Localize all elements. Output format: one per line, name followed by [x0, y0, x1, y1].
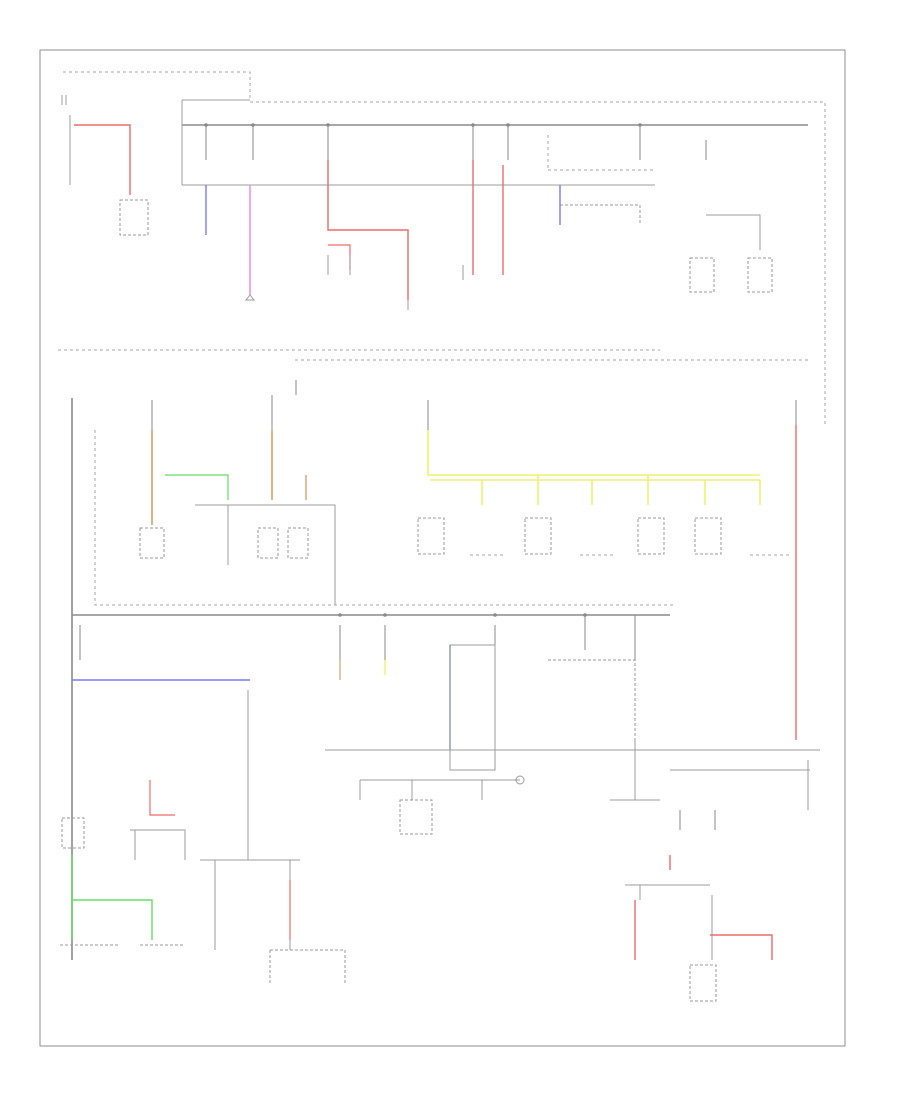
wire-red-9: [710, 934, 773, 960]
lower-section: [60, 613, 820, 1002]
top-fuses: [204, 123, 707, 160]
battery-wire-red: [74, 124, 131, 195]
wire-red-2: [328, 244, 351, 270]
middle-section: [71, 380, 797, 740]
diagram-frame: [39, 49, 846, 1047]
wire-red-1: [327, 160, 409, 300]
wire-green-2: [71, 855, 153, 940]
top-section: [61, 71, 826, 425]
wire-red-5: [149, 780, 175, 816]
wire-green-1: [165, 474, 229, 500]
wire-yellow-bus: [427, 430, 761, 505]
